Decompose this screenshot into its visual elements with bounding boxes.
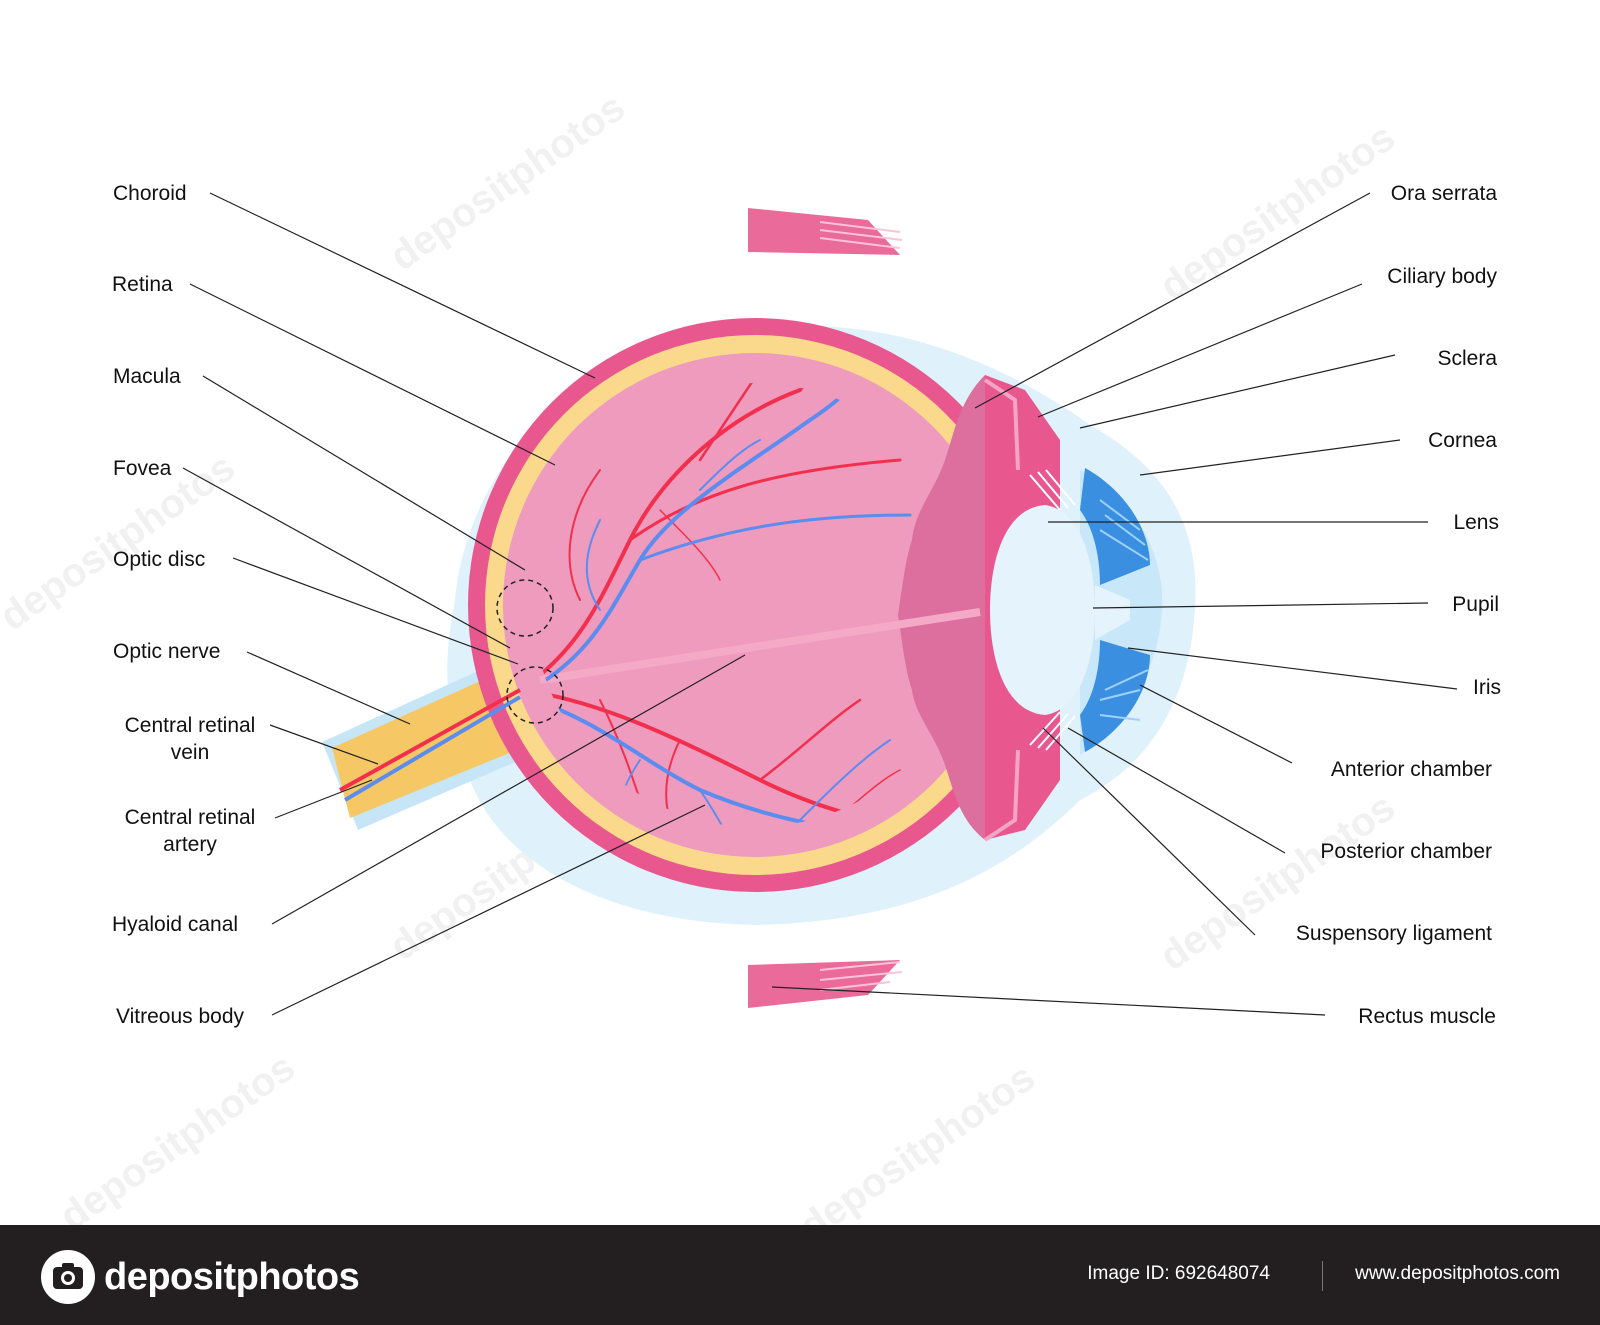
iris [1080, 468, 1150, 752]
label-vitreous-body: Vitreous body [116, 1005, 245, 1028]
central-retinal-vessels [339, 688, 522, 802]
label-posterior-chamber: Posterior chamber [1320, 840, 1492, 863]
suspensory-ligament [1029, 469, 1076, 751]
label-cornea: Cornea [1428, 429, 1497, 452]
hyaloid-canal [539, 608, 981, 684]
leader-lines [182, 192, 1458, 1016]
footer-divider [1322, 1261, 1323, 1291]
rectus-muscle-top [748, 208, 903, 255]
label-choroid: Choroid [113, 182, 187, 205]
lens [990, 505, 1095, 715]
footer-bar: depositphotos Image ID: 692648074 www.de… [0, 1225, 1600, 1325]
label-iris: Iris [1473, 676, 1501, 699]
label-central-retinal-artery: Central retinal artery [124, 806, 256, 856]
rectus-muscle-bottom [748, 960, 903, 1008]
label-anterior-chamber: Anterior chamber [1330, 758, 1492, 781]
label-ora-serrata: Ora serrata [1390, 182, 1497, 205]
label-sclera: Sclera [1437, 347, 1497, 370]
label-fovea: Fovea [113, 457, 172, 480]
label-macula: Macula [113, 365, 181, 388]
label-ciliary-body: Ciliary body [1387, 265, 1497, 288]
label-suspensory-ligament: Suspensory ligament [1295, 922, 1492, 945]
label-lens: Lens [1453, 511, 1499, 534]
optic-disc-marker [506, 666, 564, 724]
macula-marker [496, 579, 554, 637]
label-rectus-muscle: Rectus muscle [1358, 1005, 1496, 1028]
eye-anatomy-diagram: depositphotos depositphotos depositphoto… [0, 85, 1501, 1249]
image-id: Image ID: 692648074 [1087, 1263, 1270, 1284]
vitreous-body [503, 353, 1007, 857]
site-url-link[interactable]: www.depositphotos.com [1355, 1263, 1560, 1284]
label-optic-disc: Optic disc [113, 548, 206, 571]
label-central-retinal-vein: Central retinal vein [124, 714, 256, 764]
logo-text: depositphotos [104, 1255, 360, 1298]
label-pupil: Pupil [1452, 593, 1499, 616]
label-retina: Retina [112, 273, 173, 296]
camera-icon [41, 1250, 95, 1304]
eye-cross-section [182, 192, 1458, 1016]
depositphotos-logo[interactable]: depositphotos [40, 1249, 360, 1305]
label-hyaloid-canal: Hyaloid canal [112, 913, 239, 936]
label-optic-nerve: Optic nerve [113, 640, 221, 663]
